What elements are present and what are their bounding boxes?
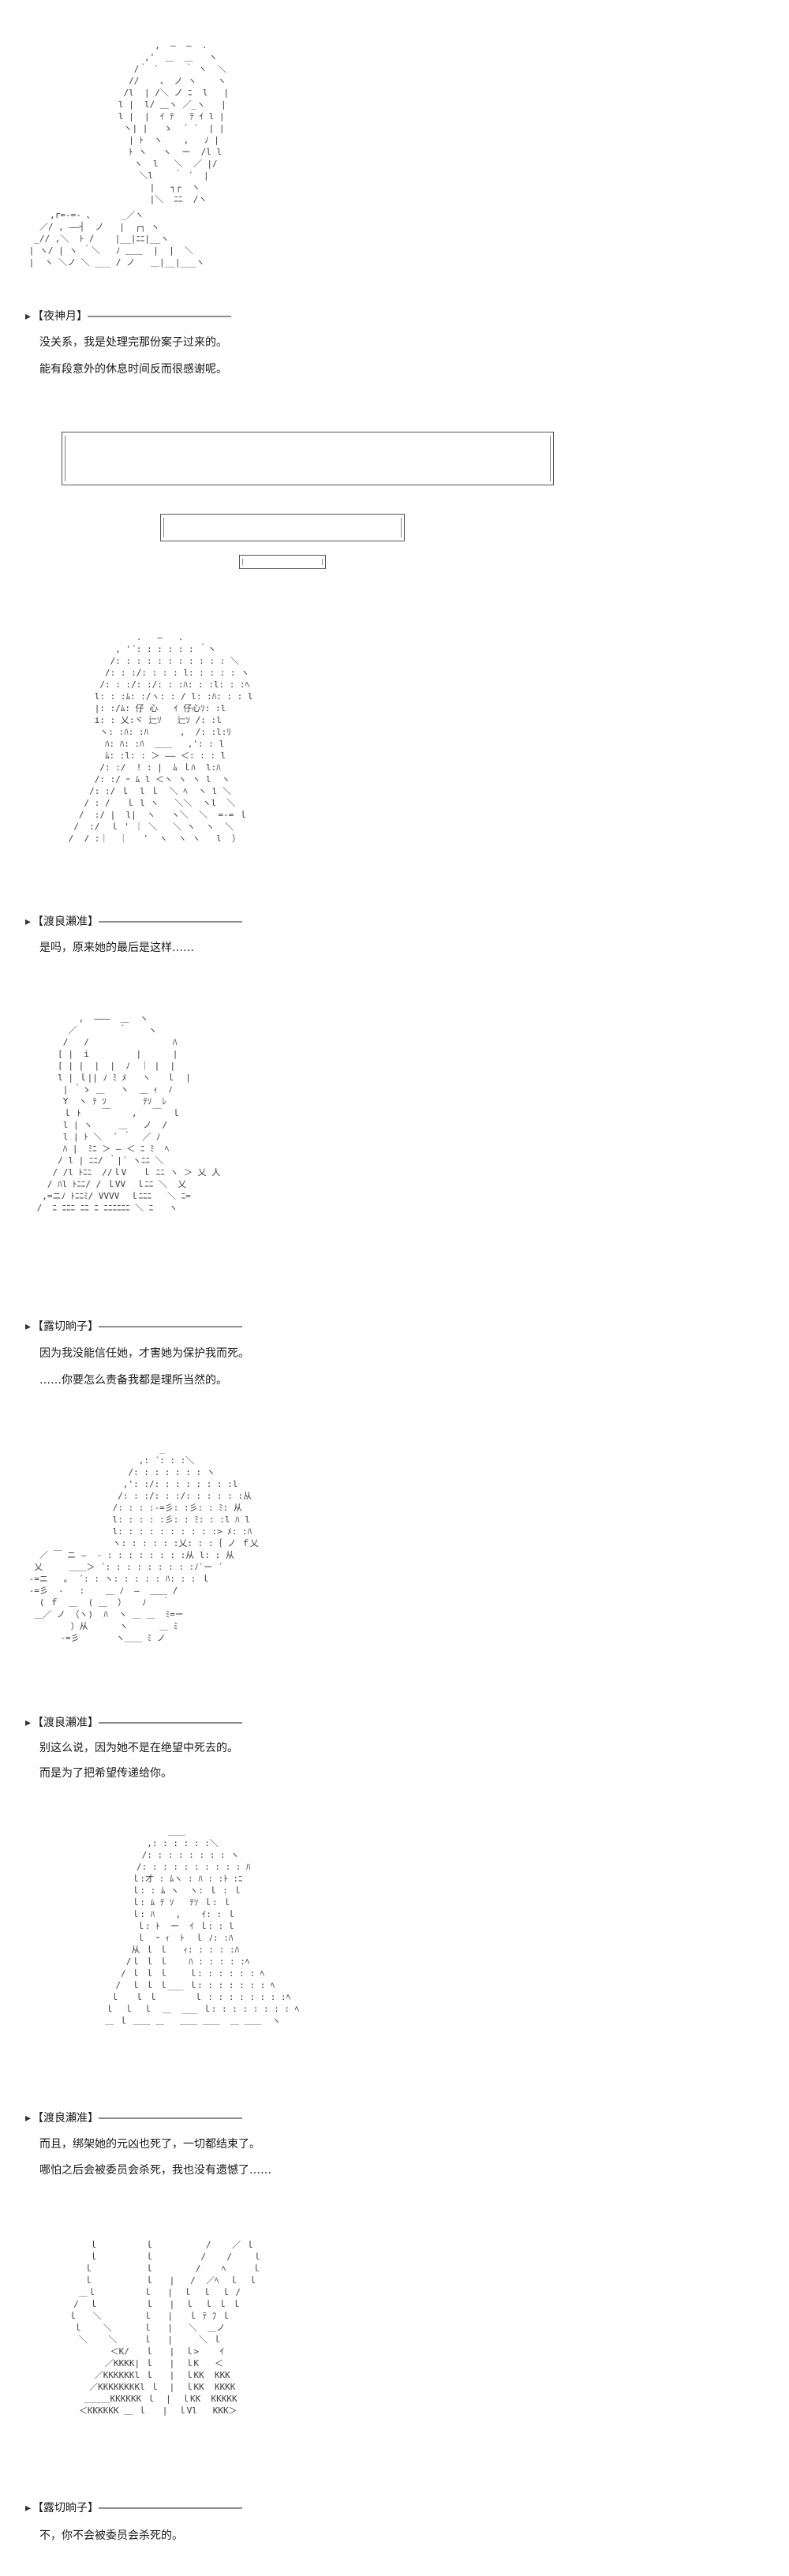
speaker-name: 【夜神月】 [32, 310, 88, 323]
dialogue-line: 没关系，我是处理完那份案子过来的。 [39, 336, 227, 349]
ascii-art-character: _ ,: ´: : :＼ /: : : : : : : ヽ ,': :/: : … [28, 1443, 259, 1643]
speaker-label: ▸【渡良瀬准】――――――――――――― [25, 913, 242, 929]
ascii-art-character: , ――― ＿ ヽ ／ ｀ ヽ / / ﾊ [ | i | | [ | | | … [36, 1013, 221, 1213]
panel-4: , ――― ＿ ヽ ／ ｀ ヽ / / ﾊ [ | i | | [ | | | … [16, 1001, 379, 1403]
speaker-name: 【渡良瀬准】 [32, 915, 99, 928]
speaker-dashes: ――――――――――――― [99, 2502, 243, 2514]
speaker-dashes: ――――――――――――― [99, 1320, 243, 1333]
panel-1: , ― ― . ,' ＿ ＿ ヽ /｀ ´ ｀ ヽ ＼ // 、 ノ ヽ ヽ /… [16, 32, 387, 402]
speaker-name: 【渡良瀬准】 [32, 2112, 99, 2125]
speaker-name: 【露切晌子】 [32, 2502, 99, 2514]
triangle-marker-icon: ▸ [25, 1320, 32, 1333]
ascii-art-desk: ,r=-=- 、 _／ヽ ／/ , ――┤ ノ | ┌┐ ヽ _// ,＼ ﾄ … [28, 210, 205, 268]
dialogue-line: ……你要怎么责备我都是理所当然的。 [39, 1374, 227, 1387]
panel-7: ｌ ｌ / ／ ｌ ｌ ｌ / / ｌ ｌ ｌ / ﾍ ｌ ｌ ｌ | / ／ﾍ… [16, 2227, 394, 2567]
speaker-name: 【渡良瀬准】 [32, 1717, 99, 1729]
speaker-label: ▸【露切晌子】――――――――――――― [25, 1318, 242, 1334]
dialogue-line: 因为我没能信任她，才害她为保护我而死。 [39, 1347, 249, 1360]
dialogue-line: 别这么说，因为她不是在绝望中死去的。 [39, 1742, 238, 1754]
panel-6: ＿＿ ,: : : : : :＼ /: : : : : : : : ヽ /: :… [16, 1814, 410, 2185]
speaker-label: ▸【夜神月】――――――――――――― [25, 308, 231, 324]
dialogue-line: 而且，绑架她的元凶也死了，一切都结束了。 [39, 2138, 260, 2151]
triangle-marker-icon: ▸ [25, 310, 32, 323]
dialogue-line: 而是为了把希望传递给你。 [39, 1767, 172, 1780]
triangle-marker-icon: ▸ [25, 2112, 32, 2125]
speaker-label: ▸【露切晌子】――――――――――――― [25, 2499, 242, 2515]
speaker-dashes: ――――――――――――― [99, 915, 243, 928]
ascii-art-character: , ― ― . ,' ＿ ＿ ヽ /｀ ´ ｀ ヽ ＼ // 、 ノ ヽ ヽ /… [118, 40, 229, 204]
speaker-dashes: ――――――――――――― [99, 2112, 243, 2125]
speaker-label: ▸【渡良瀬准】――――――――――――― [25, 1714, 242, 1730]
triangle-marker-icon: ▸ [25, 915, 32, 928]
speaker-name: 【露切晌子】 [32, 1320, 99, 1333]
dialogue-line: 能有段意外的休息时间反而很感谢呢。 [39, 363, 227, 376]
scene-frame-small [239, 555, 326, 569]
scene-frame-large [62, 432, 554, 485]
panel-5: _ ,: ´: : :＼ /: : : : : : : ヽ ,': :/: : … [16, 1435, 347, 1806]
triangle-marker-icon: ▸ [25, 1717, 32, 1729]
scene-frame-medium [160, 514, 405, 541]
dialogue-line: 哪怕之后会被委员会杀死，我也没有遗憾了…… [39, 2164, 271, 2177]
ascii-art-character: . ― . , '´: : : : : : ｀ヽ /: : : : : : : … [68, 632, 253, 844]
triangle-marker-icon: ▸ [25, 2502, 32, 2514]
panel-2-scene-break [16, 410, 631, 592]
dialogue-line: 不，你不会被委员会杀死的。 [39, 2529, 183, 2542]
panel-3: . ― . , '´: : : : : : ｀ヽ /: : : : : : : … [16, 620, 402, 994]
dialogue-line: 是吗，原来她的最后是这样…… [39, 942, 194, 954]
speaker-label: ▸【渡良瀬准】――――――――――――― [25, 2110, 242, 2125]
speaker-dashes: ――――――――――――― [88, 310, 232, 323]
ascii-art-character: ＿＿ ,: : : : : :＼ /: : : : : : : : ヽ /: :… [105, 1826, 300, 2026]
speaker-dashes: ――――――――――――― [99, 1717, 243, 1729]
ascii-art-hands: ｌ ｌ / ／ ｌ ｌ ｌ / / ｌ ｌ ｌ / ﾍ ｌ ｌ ｌ | / ／ﾍ… [68, 2240, 262, 2416]
